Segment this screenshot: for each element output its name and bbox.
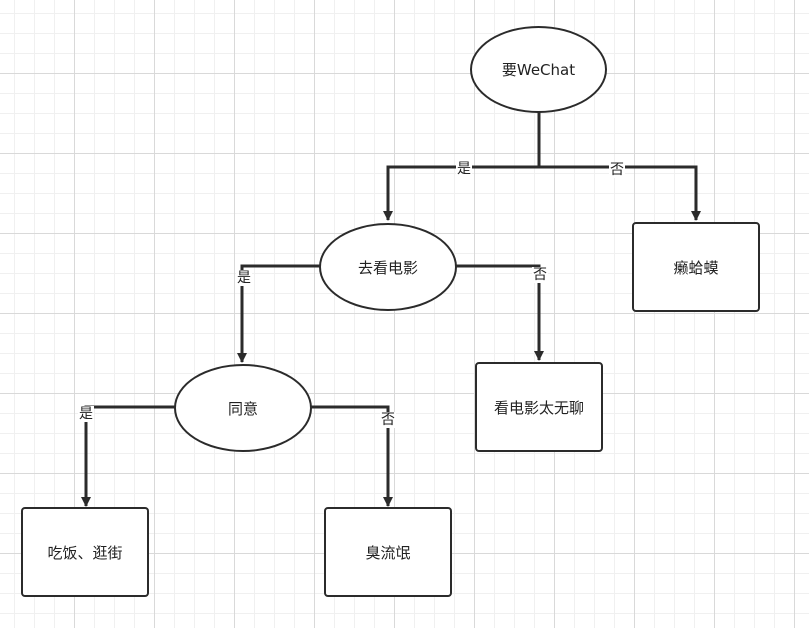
edge-label-agree-yes: 是 — [78, 406, 94, 422]
result-bored-label: 看电影太无聊 — [493, 398, 584, 417]
edge-movie-yes — [237, 264, 320, 363]
edge-label-agree-no: 否 — [380, 412, 396, 428]
result-bored[interactable]: 看电影太无聊 — [475, 362, 603, 452]
result-dinner[interactable]: 吃饭、逛街 — [21, 507, 149, 597]
edge-movie-no — [456, 264, 544, 361]
decision-agree[interactable]: 同意 — [174, 364, 312, 452]
decision-movie[interactable]: 去看电影 — [319, 223, 457, 311]
edge-label-wechat-no: 否 — [609, 162, 625, 178]
edge-agree-no — [311, 405, 393, 507]
decision-wechat-label: 要WeChat — [501, 61, 576, 79]
edge-agree-yes — [81, 405, 175, 507]
result-toad[interactable]: 癞蛤蟆 — [632, 222, 760, 312]
result-rogue-label: 臭流氓 — [365, 543, 411, 562]
edge-label-wechat-yes: 是 — [456, 161, 472, 177]
edge-wechat-no — [539, 165, 701, 221]
result-dinner-label: 吃饭、逛街 — [47, 543, 123, 562]
edge-label-movie-yes: 是 — [236, 270, 252, 286]
decision-wechat[interactable]: 要WeChat — [470, 26, 607, 113]
decision-movie-label: 去看电影 — [357, 258, 418, 277]
decision-agree-label: 同意 — [227, 399, 258, 418]
result-rogue[interactable]: 臭流氓 — [324, 507, 452, 597]
result-toad-label: 癞蛤蟆 — [673, 258, 719, 277]
edge-label-movie-no: 否 — [532, 267, 548, 283]
